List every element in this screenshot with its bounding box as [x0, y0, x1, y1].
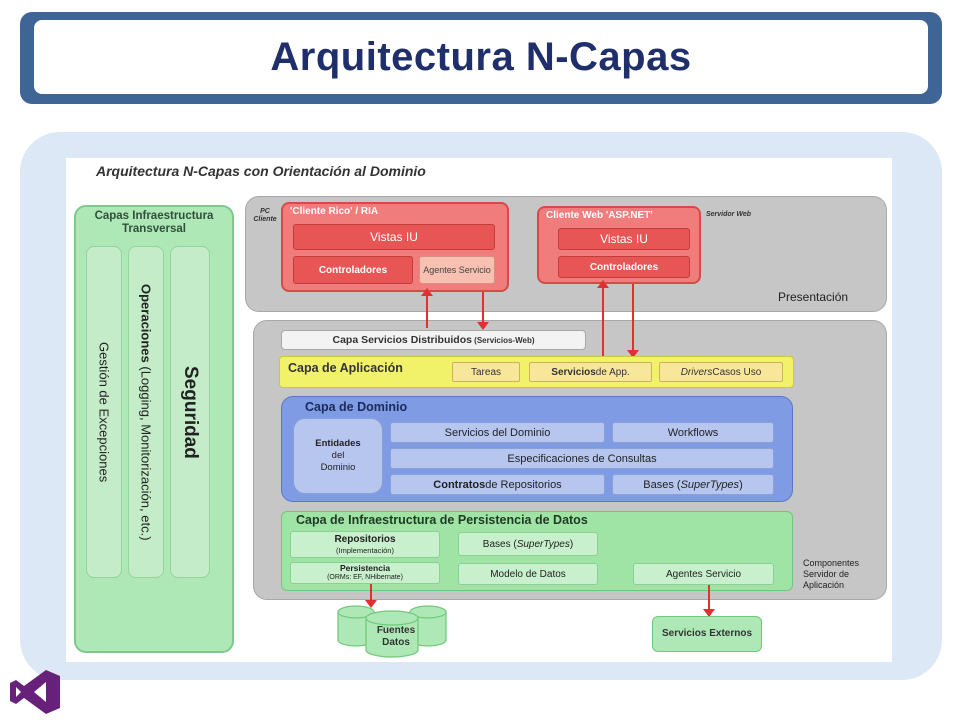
domain-workflows: Workflows — [612, 422, 774, 443]
arrow-to-fuentes-head — [365, 600, 377, 608]
distributed-services-layer: Capa Servicios Distribuidos (Servicios-W… — [281, 330, 586, 350]
pers-repositorios: Repositorios (Implementación) — [290, 531, 440, 558]
arrow-web-down — [632, 284, 634, 356]
infra-title: Capas Infraestructura Transversal — [94, 210, 214, 235]
arrow-rich-down-head — [477, 322, 489, 330]
pers-persistencia: Persistencia (ORMs: EF, NHibernate) — [290, 562, 440, 584]
arrow-web-up — [602, 284, 604, 356]
arrow-web-down-head — [627, 350, 639, 358]
infra-exceptions-label: Gestión de Excepciones — [96, 341, 112, 483]
distributed-services-label: Capa Servicios Distribuidos (Servicios-W… — [332, 334, 535, 346]
data-sources-icon — [337, 605, 447, 658]
arrow-rich-up-head — [421, 288, 433, 296]
componentes-label: Componentes Servidor de Aplicación — [803, 558, 860, 590]
rich-controladores: Controladores — [293, 256, 413, 284]
arrow-to-externos — [708, 585, 710, 613]
domain-bases: Bases (SuperTypes) — [612, 474, 774, 495]
page-title: Arquitectura N-Capas — [270, 34, 692, 79]
domain-servicios: Servicios del Dominio — [390, 422, 605, 443]
visual-studio-icon — [10, 670, 60, 714]
domain-entidades: Entidades del Dominio — [293, 418, 383, 494]
app-tareas: Tareas — [452, 362, 520, 382]
pers-agentes-servicio: Agentes Servicio — [633, 563, 774, 585]
persistence-layer-title: Capa de Infraestructura de Persistencia … — [296, 513, 588, 527]
web-vistas-iu: Vistas IU — [558, 228, 690, 250]
title-banner-inner — [34, 20, 928, 94]
web-client-title: Cliente Web 'ASP.NET' — [546, 210, 653, 221]
servicios-externos: Servicios Externos — [652, 616, 762, 652]
infra-security-bar: Seguridad — [170, 246, 210, 578]
arrow-to-fuentes — [370, 584, 372, 604]
rich-agentes-servicio: Agentes Servicio — [419, 256, 495, 284]
domain-layer-title: Capa de Dominio — [305, 400, 408, 414]
application-layer-title: Capa de Aplicación — [288, 361, 403, 375]
web-controladores: Controladores — [558, 256, 690, 278]
fuentes-datos-label: Fuentes Datos — [376, 625, 416, 648]
pc-cliente-label: PC Cliente — [253, 208, 277, 223]
domain-especificaciones: Especificaciones de Consultas — [390, 448, 774, 469]
domain-contratos: Contratos de Repositorios — [390, 474, 605, 495]
infra-security-label: Seguridad — [180, 365, 201, 459]
arrow-rich-up — [426, 292, 428, 328]
app-servicios: Servicios de App. — [529, 362, 652, 382]
rich-vistas-iu: Vistas IU — [293, 224, 495, 250]
app-drivers: Drivers Casos Uso — [659, 362, 783, 382]
presentation-label: Presentación — [778, 290, 849, 304]
infra-exceptions-bar: Gestión de Excepciones — [86, 246, 122, 578]
arrow-to-externos-head — [703, 609, 715, 617]
servidor-web-label: Servidor Web — [706, 211, 751, 218]
pers-modelo-datos: Modelo de Datos — [458, 563, 598, 585]
pers-bases: Bases (SuperTypes) — [458, 532, 598, 556]
rich-client-title: 'Cliente Rico' / RIA — [290, 206, 379, 217]
diagram-title: Arquitectura N-Capas con Orientación al … — [96, 163, 426, 179]
infra-operations-label: Operaciones (Logging, Monitorización, et… — [138, 283, 154, 541]
arrow-web-up-head — [597, 280, 609, 288]
infra-operations-bar: Operaciones (Logging, Monitorización, et… — [128, 246, 164, 578]
arrow-rich-down — [482, 292, 484, 328]
